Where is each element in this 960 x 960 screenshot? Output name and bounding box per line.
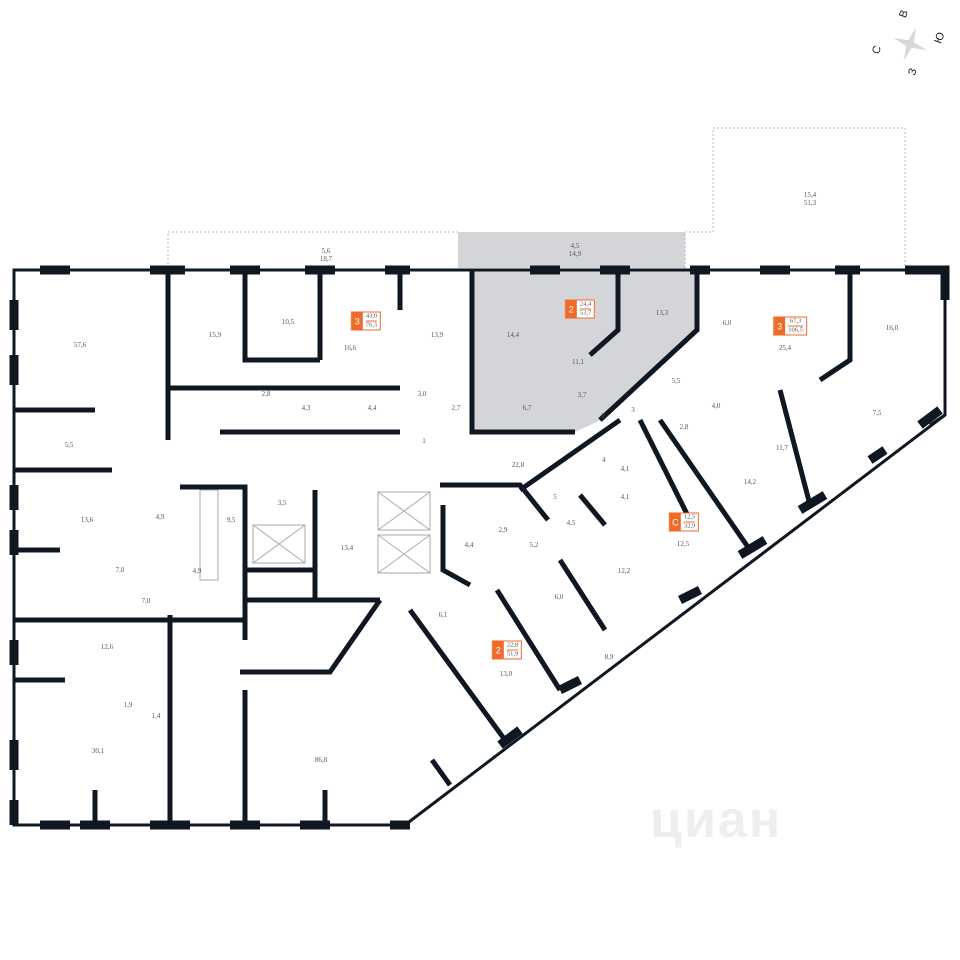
apartment-total-area: 32,9	[683, 522, 696, 530]
room-area-label: 4,5	[566, 519, 576, 527]
room-area-label: 4,9	[192, 567, 202, 575]
room-area-label: 2,8	[679, 423, 689, 431]
elevator-shafts	[199, 489, 431, 581]
room-area-label: 11,7	[776, 444, 788, 452]
apartment-living-area: 22,8	[506, 641, 519, 651]
room-area-label: 5,2	[529, 541, 539, 549]
room-area-label: 4,0	[711, 402, 721, 410]
room-area-label: 5,5	[671, 377, 681, 385]
compass-icon	[893, 27, 927, 61]
terrace-total: 51,3	[803, 199, 817, 207]
apartment-living-area: 67,3	[788, 317, 803, 327]
room-area-label: 6,7	[522, 404, 532, 412]
room-area-label: 9,5	[226, 516, 236, 524]
room-area-label: 6,0	[722, 319, 732, 327]
room-area-label: 3,7	[577, 391, 587, 399]
room-area-label: 86,8	[314, 756, 328, 764]
apartment-rooms: 3	[351, 312, 363, 330]
room-area-label: 12,5	[676, 540, 690, 548]
room-area-label: 2,7	[451, 404, 461, 412]
terrace-outlines	[167, 127, 906, 268]
room-area-label: 13,0	[499, 670, 513, 678]
room-area-label: 10,5	[281, 318, 295, 326]
apartment-living-area: 12,5	[683, 513, 696, 523]
apartment-total-area: 76,5	[365, 321, 378, 329]
room-area-label: 11,1	[572, 358, 584, 366]
room-area-label: 2,8	[261, 390, 271, 398]
room-area-label: 57,6	[73, 341, 87, 349]
room-area-label: 8,9	[604, 653, 614, 661]
room-area-label: 5,5	[64, 441, 74, 449]
room-area-label: 7,5	[872, 409, 882, 417]
room-area-label: 30,1	[91, 747, 105, 755]
room-area-label: 5	[553, 493, 557, 501]
room-area-label: 3	[631, 406, 635, 414]
room-area-label: 14,4	[506, 331, 520, 339]
room-area-label: 16,0	[885, 324, 899, 332]
selected-apartment[interactable]	[458, 232, 697, 432]
room-area-label: 4,3	[301, 404, 311, 412]
cian-watermark: циан	[650, 791, 783, 849]
room-area-label: 14,2	[743, 478, 757, 486]
terrace-area: 15,4	[803, 191, 817, 199]
room-area-label: 22,8	[511, 461, 525, 469]
room-area-label: 7,0	[141, 597, 151, 605]
room-area-label: 4,4	[367, 404, 377, 412]
apartment-rooms: 2	[565, 300, 577, 318]
apartment-living-area: 24,4	[579, 300, 592, 310]
terrace-area: 5,6	[321, 247, 331, 255]
room-area-label: 6,1	[438, 611, 448, 619]
room-area-label: 4,1	[620, 465, 630, 473]
room-area-label: 7,0	[115, 566, 125, 574]
apartment-rooms: 2	[492, 641, 504, 659]
terrace-total: 18,7	[319, 255, 333, 263]
room-area-label: 6,0	[554, 593, 564, 601]
room-area-label: 13,4	[340, 544, 354, 552]
room-area-label: 13,9	[430, 331, 444, 339]
apartment-rooms: 3	[774, 317, 786, 335]
room-area-label: 1,4	[151, 712, 161, 720]
walls	[9, 265, 950, 830]
room-area-label: 3,0	[417, 390, 427, 398]
room-area-label: 4	[602, 456, 606, 464]
room-area-label: 2	[601, 412, 605, 420]
terrace-area: 4,5	[570, 242, 580, 250]
room-area-label: 1	[422, 437, 426, 445]
room-area-label: 4,1	[620, 493, 630, 501]
room-area-label: 4,4	[464, 541, 474, 549]
room-area-label: 1,9	[123, 701, 133, 709]
room-area-label: 4,9	[155, 513, 165, 521]
room-area-label: 12,6	[100, 643, 114, 651]
terrace-total: 14,9	[568, 250, 582, 258]
apartment-living-area: 43,0	[365, 312, 378, 322]
apartment-rooms: С	[669, 513, 681, 531]
room-area-label: 12,2	[617, 567, 631, 575]
room-area-label: 2,9	[498, 526, 508, 534]
apartment-total-area: 51,9	[506, 650, 519, 658]
room-area-label: 3,5	[277, 499, 287, 507]
room-area-label: 13,3	[655, 309, 669, 317]
room-area-label: 13,6	[80, 516, 94, 524]
room-area-label: 16,6	[343, 344, 357, 352]
room-area-label: 15,9	[208, 331, 222, 339]
room-area-label: 25,4	[778, 344, 792, 352]
apartment-total-area: 106,5	[788, 326, 803, 334]
apartment-total-area: 53,7	[579, 309, 592, 317]
